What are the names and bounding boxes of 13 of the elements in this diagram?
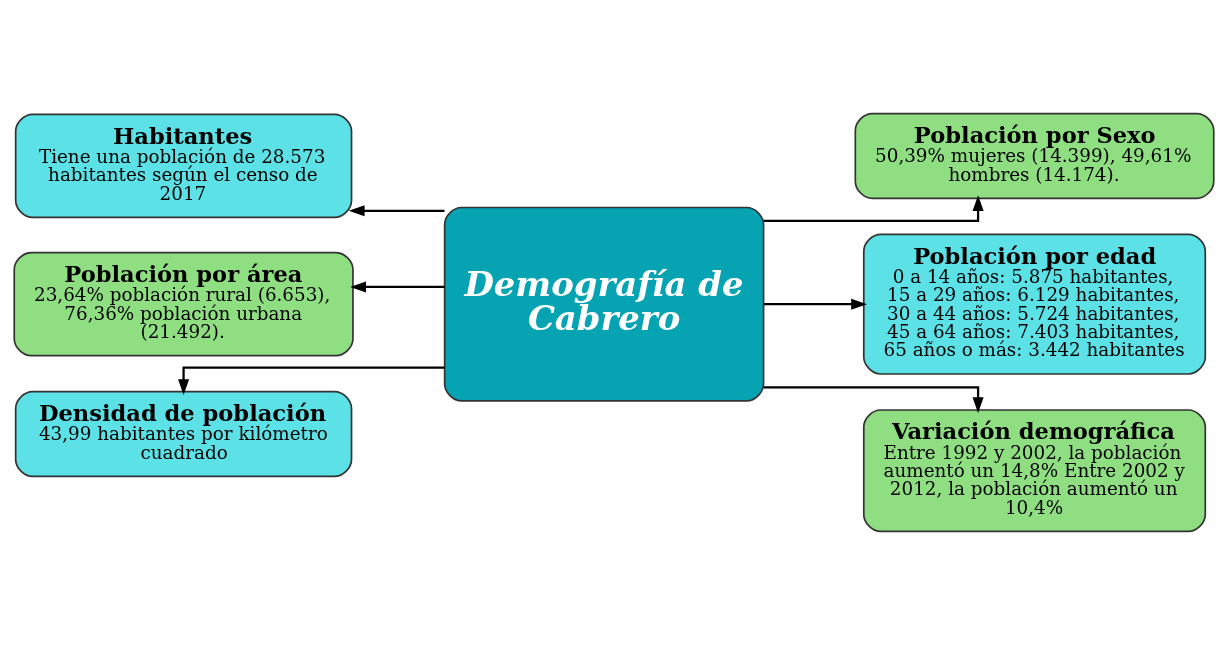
node-box: Población por área 23,64% población rural (6.653), 76,36% población urbana (21.492).	[13, 251, 354, 357]
arrow	[178, 366, 445, 396]
node-box: Población por Sexo 50,39% mujeres (14.399), 49,61% hombres (14.174).	[854, 112, 1215, 200]
arrow	[350, 281, 445, 293]
node-box: Habitantes Tiene una población de 28.573 habitantes según el censo de 2017	[14, 113, 353, 219]
arrow	[348, 205, 445, 217]
node-box: Densidad de población 43,99 habitantes por kilómetro cuadrado	[14, 390, 353, 478]
arrow	[763, 298, 867, 310]
node-box: Variación demográfica Entre 1992 y 2002, la población aumentó un 14,8% Entre 2002 y 2012, la población aumentó un 10,4%	[862, 409, 1207, 533]
arrow	[763, 195, 984, 222]
node-box: Demografía de Cabrero	[443, 206, 765, 402]
node-box: Población por edad 0 a 14 años: 5.875 habitantes, 15 a 29 años: 6.129 habitantes, 30 a 44 años: 5.724 habitantes, 45 a 64 años: 7.403 habitantes, 65 años o más: 3.442 habitantes	[862, 233, 1207, 375]
arrow	[763, 386, 984, 414]
